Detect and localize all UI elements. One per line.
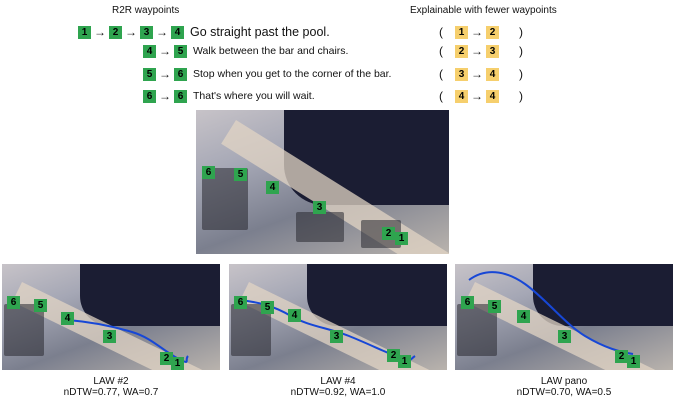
arrow-icon: → <box>159 88 171 103</box>
law-2-path <box>67 319 189 363</box>
waypoint-marker: 4 <box>288 309 301 322</box>
waypoint-marker: 4 <box>61 312 74 325</box>
r2r-waypoint-badge: 6 <box>174 89 187 103</box>
waypoint-marker: 3 <box>313 201 326 214</box>
arrow-icon: → <box>471 88 483 103</box>
waypoint-marker: 4 <box>266 181 279 194</box>
fewer-waypoint-badge: 3 <box>455 67 468 81</box>
waypoint-marker: 2 <box>387 349 400 362</box>
instruction-row-3: 5 → 6 Stop when you get to the corner of… <box>143 66 391 82</box>
instruction-row-4: 6 → 6 That's where you will wait. <box>143 88 315 104</box>
waypoint-marker: 6 <box>7 296 20 309</box>
law-4-scene: 6 5 4 3 2 1 <box>229 264 447 370</box>
panel-title: LAW pano <box>540 376 588 387</box>
open-paren: ( <box>439 67 443 81</box>
close-paren: ) <box>519 89 523 103</box>
law-2-scene: 6 5 4 3 2 1 <box>2 264 220 370</box>
r2r-waypoint-badge: 1 <box>78 25 91 39</box>
instruction-text: Walk between the bar and chairs. <box>193 45 349 57</box>
r2r-waypoint-badge: 5 <box>174 44 187 58</box>
waypoint-marker: 4 <box>517 310 530 323</box>
fewer-waypoint-badge: 4 <box>486 67 499 81</box>
waypoint-marker: 2 <box>160 352 173 365</box>
close-paren: ) <box>519 25 523 39</box>
arrow-icon: → <box>471 43 483 58</box>
arrow-icon: → <box>125 24 137 39</box>
law-pano-path <box>468 271 634 355</box>
law-4-caption: LAW #4 nDTW=0.92, WA=1.0 <box>229 376 447 398</box>
r2r-waypoint-badge: 4 <box>171 25 184 39</box>
panel-metrics: nDTW=0.92, WA=1.0 <box>290 387 386 398</box>
panel-title: LAW #2 <box>93 376 129 387</box>
arrow-icon: → <box>159 43 171 58</box>
waypoint-marker: 2 <box>382 227 395 240</box>
waypoint-marker: 1 <box>171 357 184 370</box>
waypoint-marker: 3 <box>330 330 343 343</box>
chairs-area <box>296 212 344 242</box>
panel-title: LAW #4 <box>320 376 356 387</box>
fewer-waypoint-badge: 2 <box>486 25 499 39</box>
waypoint-marker: 1 <box>395 232 408 245</box>
waypoint-marker: 5 <box>34 299 47 312</box>
waypoint-marker: 6 <box>234 296 247 309</box>
waypoint-marker: 5 <box>261 301 274 314</box>
r2r-waypoints-header: R2R waypoints <box>112 5 180 16</box>
instruction-text: Go straight past the pool. <box>190 25 330 39</box>
main-scene-image: 6 5 4 3 2 1 <box>196 110 449 254</box>
waypoint-marker: 5 <box>488 300 501 313</box>
open-paren: ( <box>439 89 443 103</box>
fewer-waypoints-header: Explainable with fewer waypoints <box>410 5 557 16</box>
r2r-waypoint-badge: 2 <box>109 25 122 39</box>
r2r-waypoint-badge: 6 <box>174 67 187 81</box>
instruction-row-1: 1 → 2 → 3 → 4 Go straight past the pool. <box>78 24 330 40</box>
law-pano-caption: LAW pano nDTW=0.70, WA=0.5 <box>455 376 673 398</box>
r2r-waypoint-badge: 5 <box>143 67 156 81</box>
arrow-icon: → <box>94 24 106 39</box>
panel-metrics: nDTW=0.77, WA=0.7 <box>63 387 159 398</box>
fewer-waypoints-row-3: ( 3 → 4 ) <box>439 66 523 82</box>
waypoint-marker: 2 <box>615 350 628 363</box>
fewer-waypoints-row-2: ( 2 → 3 ) <box>439 43 523 59</box>
instruction-text: That's where you will wait. <box>193 90 315 102</box>
waypoint-marker: 5 <box>234 168 247 181</box>
open-paren: ( <box>439 25 443 39</box>
waypoint-marker: 6 <box>202 166 215 179</box>
waypoint-marker: 3 <box>558 330 571 343</box>
pool-area <box>307 264 447 326</box>
bar-area <box>4 304 44 356</box>
fewer-waypoints-row-1: ( 1 → 2 ) <box>439 24 523 40</box>
fewer-waypoint-badge: 1 <box>455 25 468 39</box>
r2r-waypoint-badge: 3 <box>140 25 153 39</box>
law-2-caption: LAW #2 nDTW=0.77, WA=0.7 <box>2 376 220 398</box>
fewer-waypoint-badge: 3 <box>486 44 499 58</box>
panel-metrics: nDTW=0.70, WA=0.5 <box>516 387 612 398</box>
waypoint-marker: 3 <box>103 330 116 343</box>
arrow-icon: → <box>471 66 483 81</box>
pool-area <box>533 264 673 326</box>
fewer-waypoints-row-4: ( 4 → 4 ) <box>439 88 523 104</box>
law-4-path <box>238 299 416 362</box>
arrow-icon: → <box>471 24 483 39</box>
r2r-waypoint-badge: 4 <box>143 44 156 58</box>
arrow-icon: → <box>156 24 168 39</box>
waypoint-marker: 1 <box>627 355 640 368</box>
pool-area <box>80 264 220 326</box>
instruction-row-2: 4 → 5 Walk between the bar and chairs. <box>143 43 348 59</box>
arrow-icon: → <box>159 66 171 81</box>
close-paren: ) <box>519 67 523 81</box>
fewer-waypoint-badge: 4 <box>486 89 499 103</box>
waypoint-marker: 1 <box>398 355 411 368</box>
waypoint-marker: 6 <box>461 296 474 309</box>
close-paren: ) <box>519 44 523 58</box>
open-paren: ( <box>439 44 443 58</box>
instruction-text: Stop when you get to the corner of the b… <box>193 68 392 80</box>
fewer-waypoint-badge: 4 <box>455 89 468 103</box>
r2r-waypoint-badge: 6 <box>143 89 156 103</box>
fewer-waypoint-badge: 2 <box>455 44 468 58</box>
law-pano-scene: 6 5 4 3 2 1 <box>455 264 673 370</box>
